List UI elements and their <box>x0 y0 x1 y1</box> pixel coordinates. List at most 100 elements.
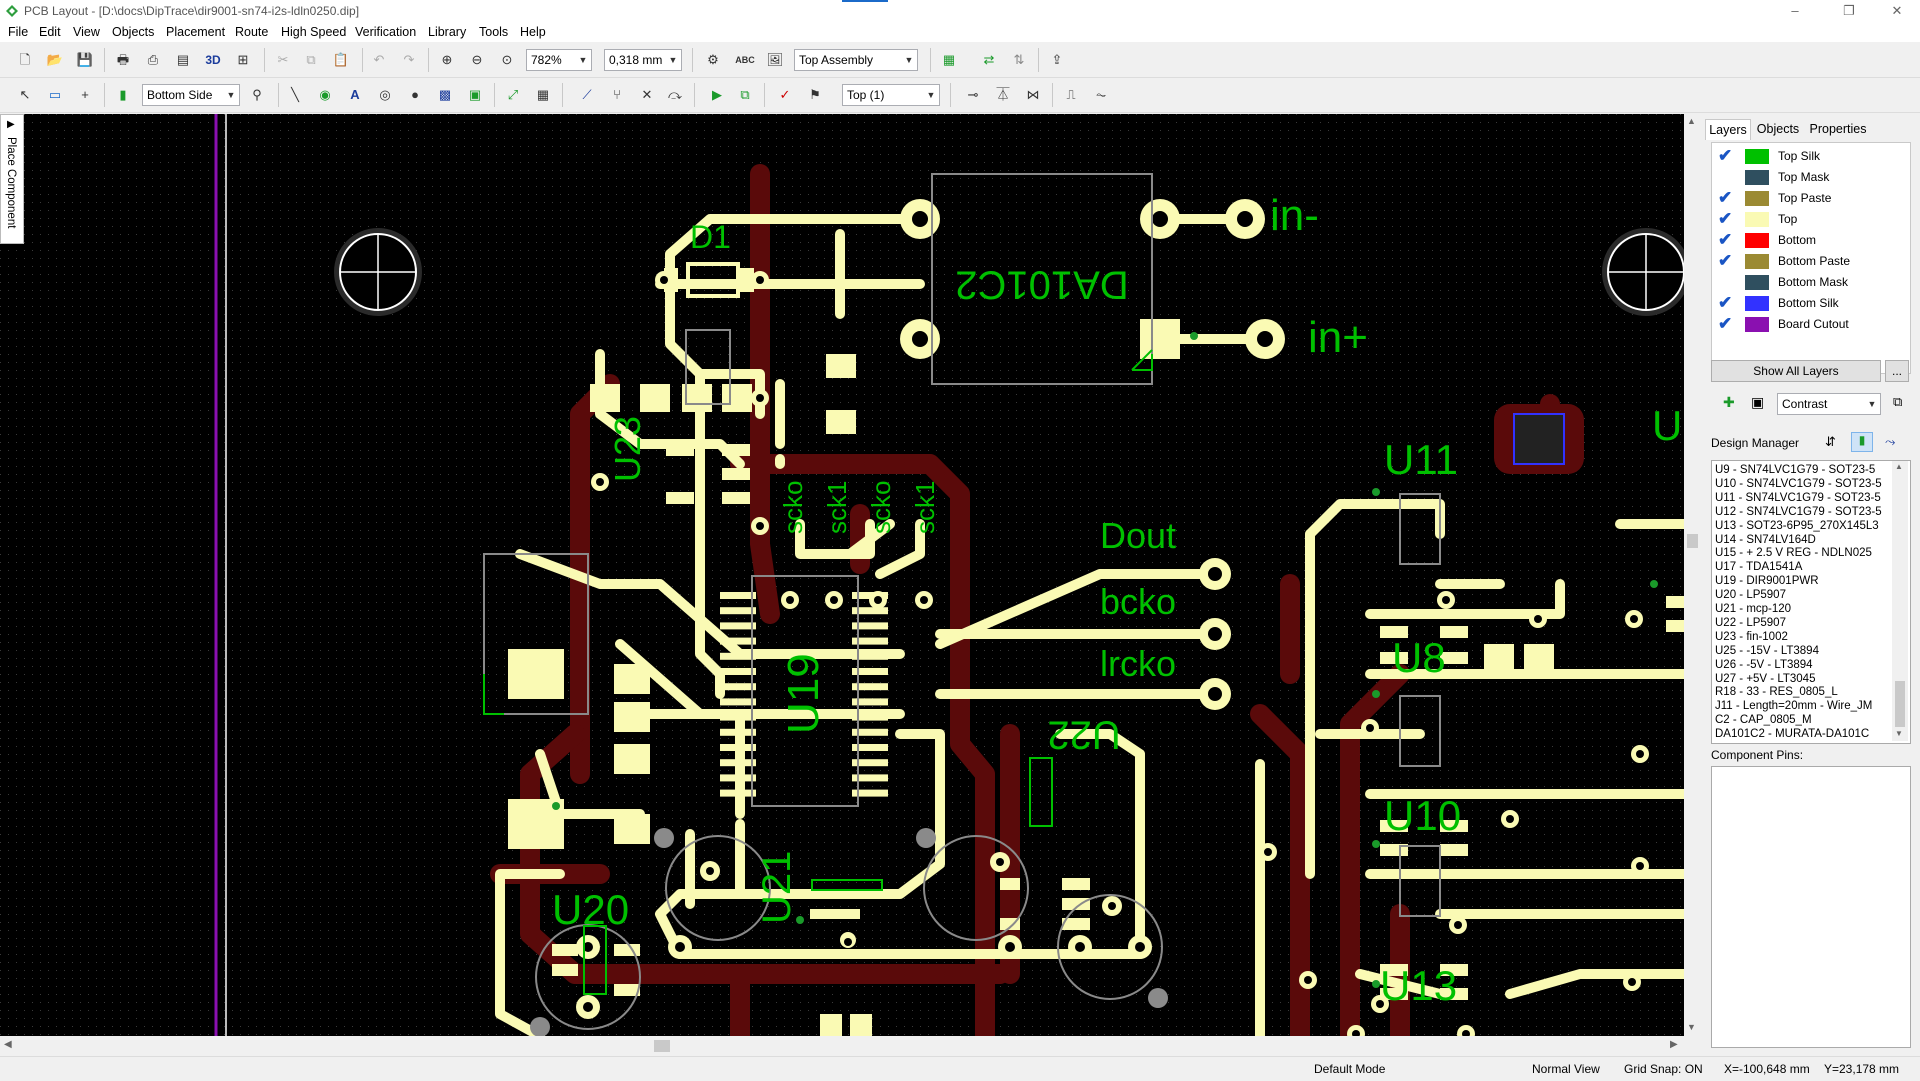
update-from-schematic-icon[interactable]: ⇄ <box>983 52 995 67</box>
design-list-item[interactable]: U9 - SN74LVC1G79 - SOT23-5 <box>1715 464 1876 476</box>
renew-icon[interactable]: ⇅ <box>1013 52 1025 67</box>
status-grid-snap[interactable]: Grid Snap: ON <box>1624 1062 1703 1076</box>
pointer-icon[interactable]: ↖ <box>19 87 31 102</box>
checkmark-icon[interactable]: ✔ <box>1718 251 1733 270</box>
tab-objects[interactable]: Objects <box>1756 122 1800 136</box>
design-list-item[interactable]: U19 - DIR9001PWR <box>1715 575 1819 588</box>
design-list-item[interactable]: U20 - LP5907 <box>1715 589 1786 602</box>
design-list-scrollbar[interactable]: ▲ ▼ <box>1892 461 1908 741</box>
menu-placement[interactable]: Placement <box>166 25 226 39</box>
layer-color-swatch[interactable] <box>1745 317 1769 332</box>
design-list-item[interactable]: U12 - SN74LVC1G79 - SOT23-5 <box>1715 505 1882 518</box>
vertical-scrollbar[interactable]: ▲ ▼ <box>1684 114 1701 1036</box>
unroute-icon[interactable]: ✕ <box>641 87 653 102</box>
tab-layers[interactable]: Layers <box>1705 119 1751 140</box>
place-line-icon[interactable]: ╲ <box>291 87 299 102</box>
menu-edit[interactable]: Edit <box>39 25 61 39</box>
meander-icon[interactable]: ⎍ <box>1066 87 1076 102</box>
panning-icon[interactable]: ▭ <box>48 87 62 102</box>
layer-edit-icon[interactable]: ▣ <box>1751 394 1765 410</box>
paste-icon[interactable]: 📋 <box>332 52 350 67</box>
checkmark-icon[interactable]: ✔ <box>1718 314 1733 333</box>
side-select[interactable]: Bottom Side▼ <box>142 84 240 106</box>
design-rules-icon[interactable]: ⚙ <box>707 52 719 67</box>
serpentine-icon[interactable]: ⏦ <box>1095 87 1107 102</box>
layer-select[interactable]: Top (1)▼ <box>842 84 940 106</box>
design-list-item[interactable]: U23 - fin-1002 <box>1715 630 1788 643</box>
print-icon[interactable]: 🖶 <box>116 52 130 67</box>
route-fanout-icon[interactable]: ⑂ <box>613 87 621 102</box>
design-list-item[interactable]: DA101C2 - MURATA-DA101C <box>1715 728 1870 741</box>
menu-route[interactable]: Route <box>235 25 269 39</box>
menu-view[interactable]: View <box>73 25 100 39</box>
scroll-down-icon[interactable]: ▼ <box>1687 1022 1696 1032</box>
pcb-drawing[interactable]: D1 DA101C2 in- in+ U23 scko sck1 scko sc… <box>0 114 1684 1036</box>
scroll-up-icon[interactable]: ▲ <box>1895 462 1903 471</box>
crosshair-icon[interactable]: + <box>81 87 89 102</box>
design-list-item[interactable]: J11 - Length=20mm - Wire_JM <box>1715 700 1873 713</box>
contrast-select[interactable]: Contrast▼ <box>1777 393 1881 415</box>
layer-color-swatch[interactable] <box>1745 275 1769 290</box>
tune-icon[interactable]: ⏄ <box>996 87 1010 102</box>
menu-help[interactable]: Help <box>520 25 546 39</box>
verify-icon[interactable]: ⚑ <box>809 87 821 102</box>
layer-color-swatch[interactable] <box>1745 191 1769 206</box>
place-text-icon[interactable]: A <box>350 87 360 102</box>
layer-row[interactable]: ✔Bottom <box>1712 230 1910 251</box>
print-preview-icon[interactable]: ⎙ <box>147 52 159 67</box>
open-folder-icon[interactable]: 📂 <box>46 52 64 67</box>
checkmark-icon[interactable]: ✔ <box>1718 188 1733 207</box>
layer-row[interactable]: Bottom Mask <box>1712 272 1910 293</box>
design-list-item[interactable]: U22 - LP5907 <box>1715 616 1786 629</box>
design-list-scroll-thumb[interactable] <box>1895 681 1905 727</box>
layer-color-swatch[interactable] <box>1745 254 1769 269</box>
layer-color-swatch[interactable] <box>1745 149 1769 164</box>
layer-color-swatch[interactable] <box>1745 233 1769 248</box>
export-icon[interactable]: ⇪ <box>1051 52 1063 67</box>
checkbox-empty[interactable] <box>1718 168 1736 186</box>
zoom-fit-icon[interactable]: ⊙ <box>501 52 513 67</box>
copy-icon[interactable]: ⧉ <box>306 52 316 67</box>
zoom-in-icon[interactable]: ⊕ <box>441 52 453 67</box>
route-manual-icon[interactable]: ⟋ <box>582 87 592 102</box>
horizontal-scroll-thumb[interactable] <box>654 1040 670 1052</box>
redo-icon[interactable]: ↷ <box>403 52 415 67</box>
vertical-scroll-thumb[interactable] <box>1687 534 1698 548</box>
design-list-item[interactable]: R18 - 33 - RES_0805_L <box>1715 686 1838 699</box>
view-mode-select[interactable]: Top Assembly▼ <box>794 49 918 71</box>
design-list-item[interactable]: U10 - SN74LVC1G79 - SOT23-5 <box>1715 477 1882 490</box>
diff-pair-icon[interactable]: ⋈ <box>1026 87 1040 102</box>
checkmark-icon[interactable]: ✔ <box>1718 230 1733 249</box>
layer-color-swatch[interactable] <box>1745 212 1769 227</box>
net-icon[interactable]: ▦ <box>942 52 956 67</box>
minimize-button[interactable]: – <box>1791 3 1799 18</box>
menu-high-speed[interactable]: High Speed <box>281 25 347 39</box>
show-all-layers-button[interactable]: Show All Layers <box>1711 360 1881 382</box>
save-icon[interactable]: 💾 <box>76 52 94 67</box>
dm-components-icon[interactable]: ▮ <box>1851 432 1873 452</box>
design-list-item[interactable]: U14 - SN74LV164D <box>1715 533 1816 546</box>
layer-row[interactable]: ✔Top Silk <box>1712 146 1910 167</box>
menu-tools[interactable]: Tools <box>479 25 509 39</box>
drc-icon[interactable]: ✓ <box>779 87 791 102</box>
report-icon[interactable]: ▤ <box>176 52 190 67</box>
layer-row[interactable]: ✔Top Paste <box>1712 188 1910 209</box>
autorouter-settings-icon[interactable]: ⧉ <box>740 87 750 102</box>
close-button[interactable]: ✕ <box>1891 3 1903 18</box>
dm-nets-icon[interactable]: ⤳ <box>1885 434 1896 449</box>
table-icon[interactable]: ▦ <box>536 87 550 102</box>
place-pad-icon[interactable]: ◉ <box>319 87 331 102</box>
layer-icon[interactable]: ▮ <box>119 87 127 102</box>
layer-row[interactable]: ✔Top <box>1712 209 1910 230</box>
layer-row[interactable]: Top Mask <box>1712 167 1910 188</box>
design-list-item[interactable]: U11 - SN74LVC1G79 - SOT23-5 <box>1715 491 1881 504</box>
binoculars-icon[interactable]: ⚲ <box>252 87 262 102</box>
layer-row[interactable]: ✔Bottom Paste <box>1712 251 1910 272</box>
checkmark-icon[interactable]: ✔ <box>1718 146 1733 165</box>
layer-row[interactable]: ✔Board Cutout <box>1712 314 1910 335</box>
design-list-item[interactable]: U17 - TDA1541A <box>1715 561 1803 574</box>
maximize-button[interactable]: ❐ <box>1843 3 1855 18</box>
menu-library[interactable]: Library <box>428 25 467 39</box>
zoom-select[interactable]: 782%▼ <box>526 49 592 71</box>
